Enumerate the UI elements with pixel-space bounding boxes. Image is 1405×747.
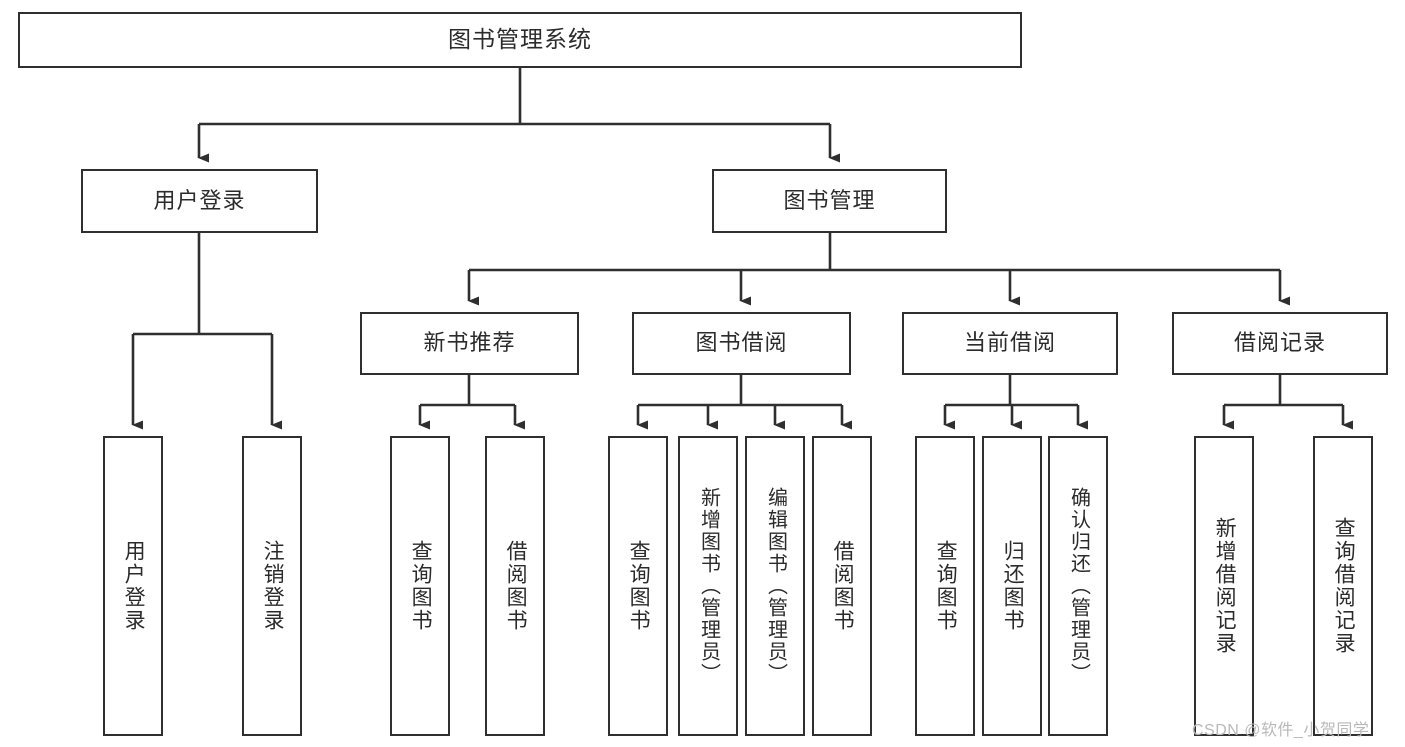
node-label: 用户登录	[153, 187, 246, 213]
leaf-query-books-recommend[interactable]: 查询图书	[390, 436, 450, 736]
node-root-library-management-system[interactable]: 图书管理系统	[18, 12, 1022, 68]
node-label: 图书管理系统	[448, 26, 592, 53]
leaf-query-books-current[interactable]: 查询图书	[915, 436, 975, 736]
leaf-logout[interactable]: 注销登录	[242, 436, 302, 736]
node-label: 当前借阅	[963, 330, 1056, 356]
node-label: 归还图书	[1001, 540, 1025, 632]
node-label: 查询图书	[409, 540, 433, 632]
node-label: 图书管理	[783, 187, 876, 213]
node-label: 图书借阅	[695, 330, 788, 356]
node-user-login[interactable]: 用户登录	[81, 169, 318, 233]
node-borrowing-records[interactable]: 借阅记录	[1172, 312, 1388, 375]
node-label: 借阅图书	[504, 540, 528, 632]
leaf-add-borrow-record[interactable]: 新增借阅记录	[1194, 436, 1254, 736]
leaf-add-book-admin[interactable]: 新增图书（管理员）	[678, 436, 738, 736]
node-label: 借阅记录	[1233, 330, 1326, 356]
leaf-return-books[interactable]: 归还图书	[982, 436, 1042, 736]
node-label: 借阅图书	[831, 540, 855, 632]
node-label: 编辑图书（管理员）	[764, 487, 787, 685]
node-label: 确认归还（管理员）	[1067, 487, 1090, 685]
node-label: 查询图书	[934, 540, 958, 632]
node-book-borrowing[interactable]: 图书借阅	[632, 312, 851, 375]
leaf-borrow-books[interactable]: 借阅图书	[812, 436, 872, 736]
node-book-management[interactable]: 图书管理	[712, 169, 947, 233]
leaf-edit-book-admin[interactable]: 编辑图书（管理员）	[745, 436, 805, 736]
leaf-user-login[interactable]: 用户登录	[103, 436, 163, 736]
leaf-confirm-return-admin[interactable]: 确认归还（管理员）	[1048, 436, 1108, 736]
node-label: 查询图书	[627, 540, 651, 632]
node-label: 用户登录	[122, 540, 146, 632]
node-label: 新增借阅记录	[1213, 517, 1237, 655]
node-new-book-recommendation[interactable]: 新书推荐	[360, 312, 579, 375]
leaf-query-books-borrow[interactable]: 查询图书	[608, 436, 668, 736]
watermark-text: CSDN @软件_小贺同学	[1192, 722, 1370, 739]
node-label: 新增图书（管理员）	[697, 487, 720, 685]
node-label: 查询借阅记录	[1332, 517, 1356, 655]
node-label: 注销登录	[261, 540, 285, 632]
leaf-borrow-books-recommend[interactable]: 借阅图书	[485, 436, 545, 736]
leaf-query-borrow-record[interactable]: 查询借阅记录	[1313, 436, 1373, 736]
node-current-borrowing[interactable]: 当前借阅	[902, 312, 1118, 375]
node-label: 新书推荐	[423, 330, 516, 356]
